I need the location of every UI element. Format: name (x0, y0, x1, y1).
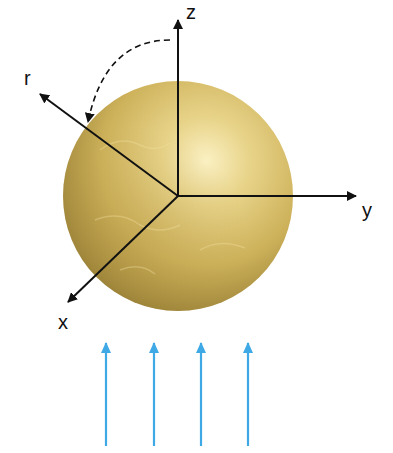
z-axis (177, 20, 179, 196)
x-axis (68, 196, 178, 302)
y-axis (178, 195, 356, 197)
angle-arc (88, 40, 170, 122)
axis-label: z (186, 2, 196, 22)
incident-arrows (106, 343, 248, 446)
axis-label: r (24, 68, 31, 88)
axis-label: x (58, 312, 68, 332)
axis-label: y (362, 200, 372, 220)
r-axis (40, 94, 178, 196)
